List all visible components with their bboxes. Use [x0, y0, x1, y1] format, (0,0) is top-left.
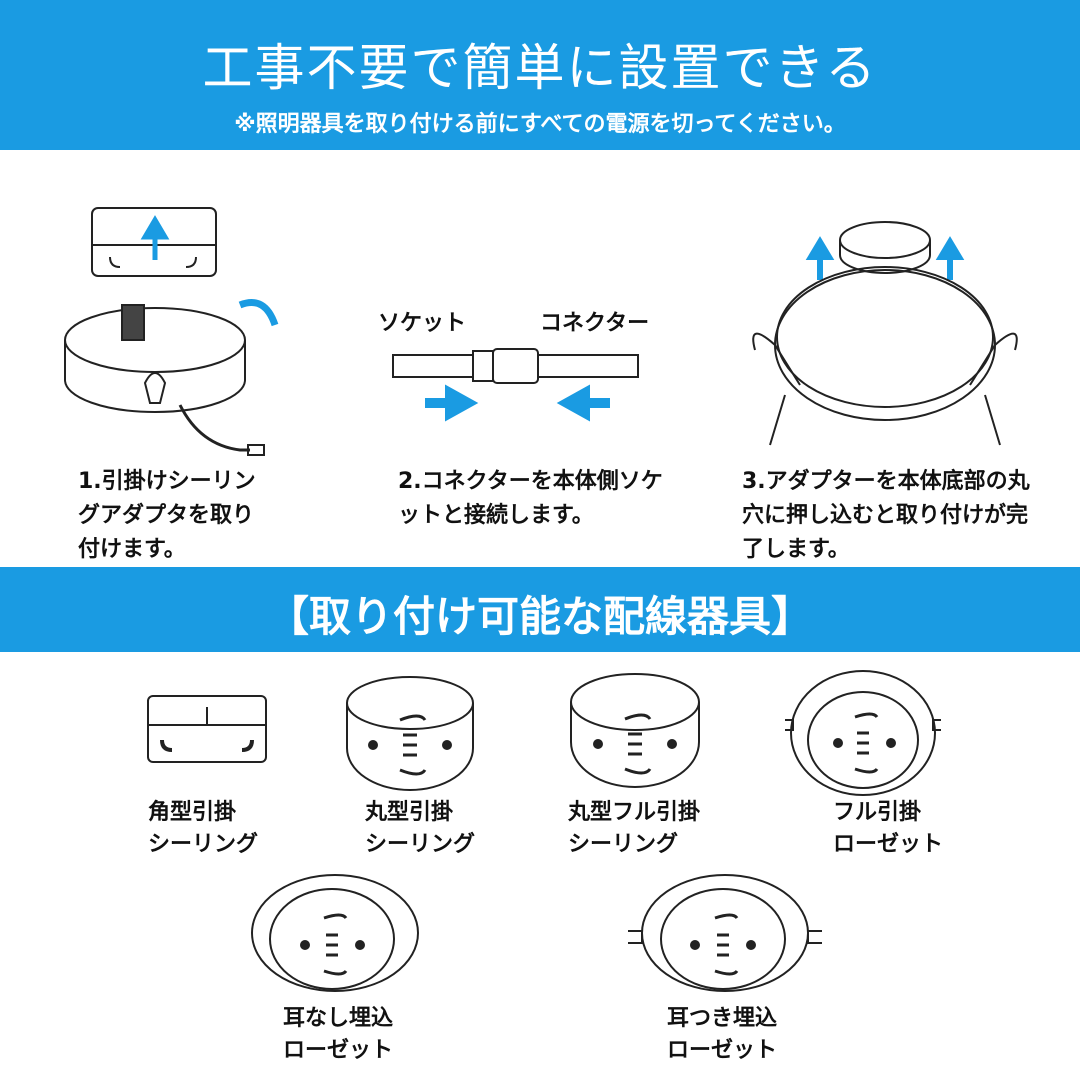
- fixture-label: フル引掛ローゼット: [833, 800, 944, 857]
- fixture-label: 耳つき埋込ローゼット: [667, 1006, 778, 1063]
- full-rosette-icon: [785, 670, 941, 796]
- step1-illustration: [64, 207, 279, 456]
- round-ceiling-icon: [346, 676, 474, 791]
- socket-label: ソケット: [378, 311, 467, 336]
- step2-connector-illustration: [392, 348, 639, 422]
- round-full-ceiling-icon: [570, 673, 700, 788]
- flush-rosette-with-ears-icon: [628, 874, 822, 992]
- step1-text: 1.引掛けシーリングアダプタを取り付けます。: [78, 469, 256, 562]
- connector-label: コネクター: [540, 311, 650, 336]
- page-title: 工事不要で簡単に設置できる: [202, 39, 878, 97]
- step3-illustration: [752, 221, 1018, 446]
- step3-text: 3.アダプターを本体底部の丸穴に押し込むと取り付けが完了します。: [742, 469, 1030, 562]
- fixture-label: 角型引掛シーリング: [148, 800, 259, 857]
- fixture-label: 丸型フル引掛シーリング: [568, 800, 701, 857]
- fixture-label: 丸型引掛シーリング: [365, 800, 476, 857]
- section-title: 【取り付け可能な配線器具】: [266, 592, 813, 641]
- section-banner: 【取り付け可能な配線器具】: [0, 567, 1080, 652]
- step2-text: 2.コネクターを本体側ソケットと接続します。: [398, 469, 663, 528]
- header-banner: 工事不要で簡単に設置できる ※照明器具を取り付ける前にすべての電源を切ってくださ…: [0, 0, 1080, 150]
- fixture-label: 耳なし埋込ローゼット: [283, 1006, 394, 1063]
- square-ceiling-icon: [147, 695, 267, 763]
- page-subtitle: ※照明器具を取り付ける前にすべての電源を切ってください。: [234, 112, 846, 137]
- flush-rosette-no-ears-icon: [251, 874, 419, 992]
